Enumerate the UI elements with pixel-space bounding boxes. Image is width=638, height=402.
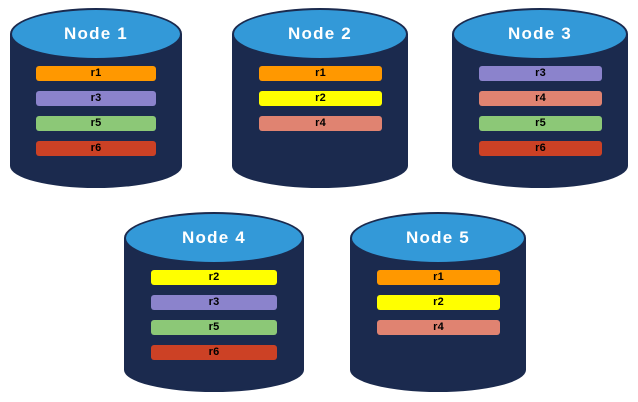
- replica-stack: r1 r2 r4: [377, 270, 500, 335]
- replica-stack: r2 r3 r5 r6: [151, 270, 277, 360]
- cylinder-top-ellipse: [452, 8, 628, 60]
- node-cylinder-5[interactable]: Node 5 r1 r2 r4: [350, 212, 526, 392]
- replica-bar-r6[interactable]: r6: [151, 345, 277, 360]
- node-cylinder-2[interactable]: Node 2 r1 r2 r4: [232, 8, 408, 188]
- replica-bar-r4[interactable]: r4: [479, 91, 602, 106]
- cylinder-top-ellipse: [350, 212, 526, 264]
- replica-bar-r1[interactable]: r1: [259, 66, 382, 81]
- replica-bar-r4[interactable]: r4: [377, 320, 500, 335]
- replica-bar-r5[interactable]: r5: [479, 116, 602, 131]
- replica-bar-r2[interactable]: r2: [151, 270, 277, 285]
- replica-bar-r6[interactable]: r6: [36, 141, 156, 156]
- cylinder-top-ellipse: [10, 8, 182, 60]
- replica-stack: r1 r3 r5 r6: [36, 66, 156, 156]
- cylinder-body: [452, 34, 628, 188]
- replica-bar-r2[interactable]: r2: [377, 295, 500, 310]
- replica-bar-r4[interactable]: r4: [259, 116, 382, 131]
- node-cylinder-3[interactable]: Node 3 r3 r4 r5 r6: [452, 8, 628, 188]
- node-cylinder-1[interactable]: Node 1 r1 r3 r5 r6: [10, 8, 182, 188]
- replica-bar-r3[interactable]: r3: [36, 91, 156, 106]
- replica-bar-r3[interactable]: r3: [479, 66, 602, 81]
- node-title: Node 5: [406, 228, 470, 247]
- replica-bar-r5[interactable]: r5: [151, 320, 277, 335]
- cylinder-top-ellipse: [232, 8, 408, 60]
- replica-bar-r1[interactable]: r1: [377, 270, 500, 285]
- replica-stack: r3 r4 r5 r6: [479, 66, 602, 156]
- node-cylinder-4[interactable]: Node 4 r2 r3 r5 r6: [124, 212, 304, 392]
- node-title: Node 4: [182, 228, 246, 247]
- node-title: Node 3: [508, 24, 572, 43]
- replica-bar-r3[interactable]: r3: [151, 295, 277, 310]
- replica-bar-r6[interactable]: r6: [479, 141, 602, 156]
- cylinder-top-ellipse: [124, 212, 304, 264]
- replica-bar-r1[interactable]: r1: [36, 66, 156, 81]
- node-title: Node 2: [288, 24, 352, 43]
- replica-bar-r5[interactable]: r5: [36, 116, 156, 131]
- node-title: Node 1: [64, 24, 128, 43]
- replica-stack: r1 r2 r4: [259, 66, 382, 131]
- replica-bar-r2[interactable]: r2: [259, 91, 382, 106]
